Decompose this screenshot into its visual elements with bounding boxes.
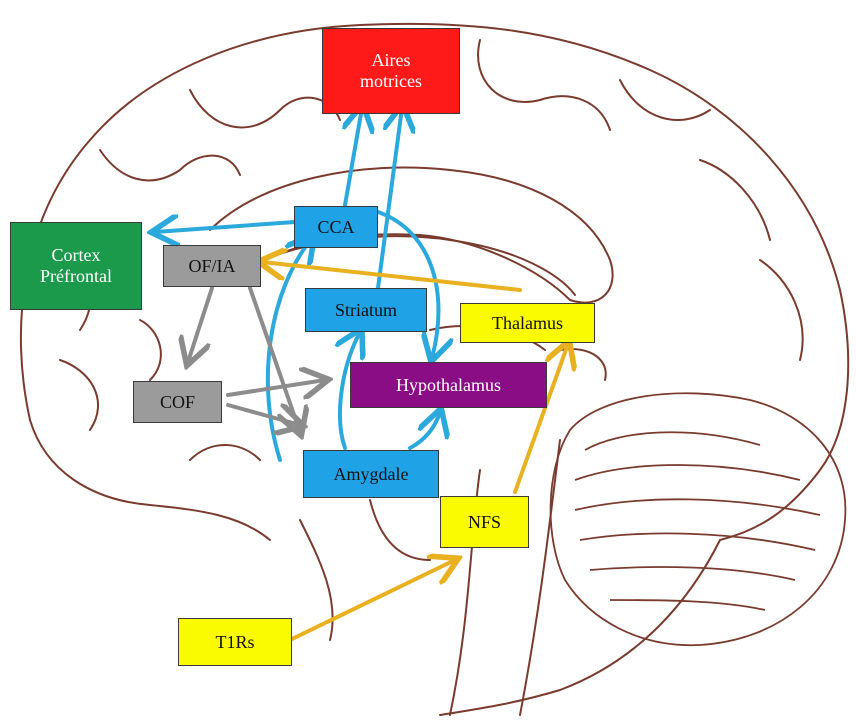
node-nfs: NFS [440,496,529,548]
arrow-amygdale-to-hypothalamus [410,412,440,448]
node-of-ia: OF/IA [163,245,261,287]
arrow-striatum-to-motor [378,108,402,288]
node-cof: COF [133,381,222,423]
arrow-cof-to-hypothalamus [228,380,325,395]
arrow-t1rs-to-nfs [290,560,455,640]
node-cca: CCA [294,206,378,248]
arrow-cca-to-cortex [155,222,295,232]
arrow-ofia-to-cof [188,288,212,362]
arrow-thalamus-to-ofia [262,262,520,290]
node-t1rs: T1Rs [178,618,292,666]
node-aires-motrices: Aires motrices [322,28,460,114]
arrow-amygdale-to-cca [268,238,312,460]
arrow-cca-to-motor [345,108,362,205]
node-cortex-prefrontal: Cortex Préfrontal [10,222,142,310]
node-amygdale: Amygdale [303,450,439,498]
node-striatum: Striatum [305,288,427,332]
node-hypothalamus: Hypothalamus [350,362,547,408]
arrow-cof-to-amygdale [228,405,300,425]
node-thalamus: Thalamus [460,303,595,343]
cerebellum [551,393,846,645]
